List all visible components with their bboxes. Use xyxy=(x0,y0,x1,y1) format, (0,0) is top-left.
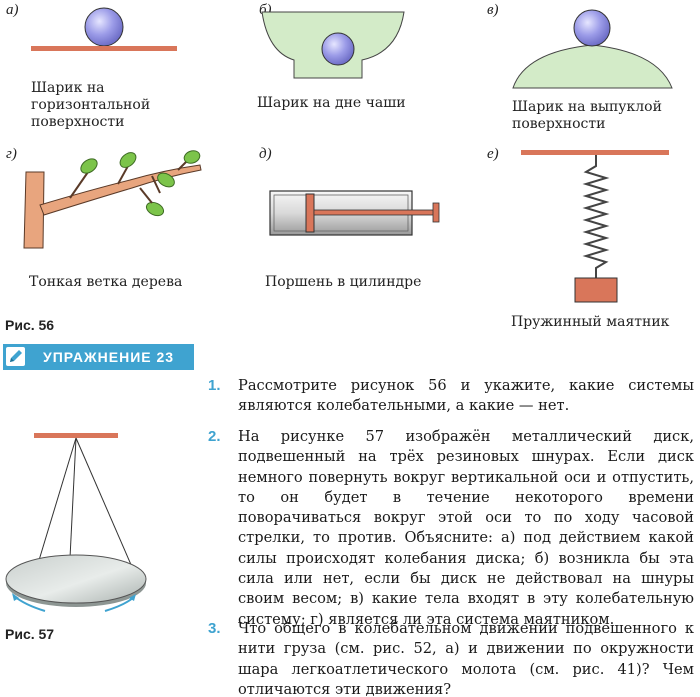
spring xyxy=(582,155,610,278)
exercise-title: УПРАЖНЕНИЕ 23 xyxy=(43,349,175,365)
panel-e-caption: Поршень в цилиндре xyxy=(265,274,422,290)
ceiling-bar xyxy=(521,150,669,155)
cord xyxy=(69,437,77,559)
panel-d-letter: г) xyxy=(6,146,17,162)
panel-e-letter: д) xyxy=(259,146,272,162)
tree-branch-drawing xyxy=(23,150,202,249)
piston-cylinder-drawing xyxy=(269,190,440,236)
panel-f-letter: е) xyxy=(487,146,499,162)
exercise-item-2-number: 2. xyxy=(208,428,221,445)
exercise-item-1-text: Рассмотрите рисунок 56 и укажите, какие … xyxy=(238,377,694,415)
panel-b-caption: Шарик на дне чаши xyxy=(257,95,406,111)
trunk xyxy=(23,171,45,249)
exercise-item-2-text: На рисунке 57 изображён металлический ди… xyxy=(238,428,694,628)
ball-on-flat-surface-drawing xyxy=(31,7,177,51)
ceiling-bar xyxy=(34,433,118,438)
exercise-header: УПРАЖНЕНИЕ 23 xyxy=(3,344,194,370)
weight xyxy=(574,277,618,303)
figure-56-label: Рис. 56 xyxy=(5,317,55,333)
flat-surface xyxy=(31,46,177,51)
ball xyxy=(573,9,611,47)
panel-c-letter: в) xyxy=(487,2,499,18)
spring-pendulum-drawing xyxy=(521,150,669,303)
exercise-item-1-number: 1. xyxy=(208,377,221,394)
pencil-icon xyxy=(6,347,25,366)
rod-handle xyxy=(432,202,440,223)
panel-f-caption: Пружинный маятник xyxy=(511,314,670,330)
panel-d-caption: Тонкая ветка дерева xyxy=(29,274,183,290)
ball xyxy=(321,32,355,66)
panel-a-caption: Шарик на горизонтальной поверхности xyxy=(31,80,151,130)
leaf xyxy=(80,158,98,174)
figure-57-label: Рис. 57 xyxy=(5,626,55,642)
panel-a-letter: а) xyxy=(6,2,19,18)
leaf xyxy=(157,172,175,188)
leaf xyxy=(145,201,165,217)
leaf xyxy=(183,150,201,164)
ball-in-bowl-drawing xyxy=(261,11,405,79)
leaf xyxy=(119,152,137,168)
exercise-item-3-text: Что общего в колебательном движении подв… xyxy=(238,620,694,697)
panel-c-caption: Шарик на выпуклой поверхности xyxy=(512,99,662,132)
exercise-item-3-number: 3. xyxy=(208,620,221,637)
suspended-disk-drawing xyxy=(5,433,147,612)
ball-on-convex-surface-drawing xyxy=(512,9,673,89)
